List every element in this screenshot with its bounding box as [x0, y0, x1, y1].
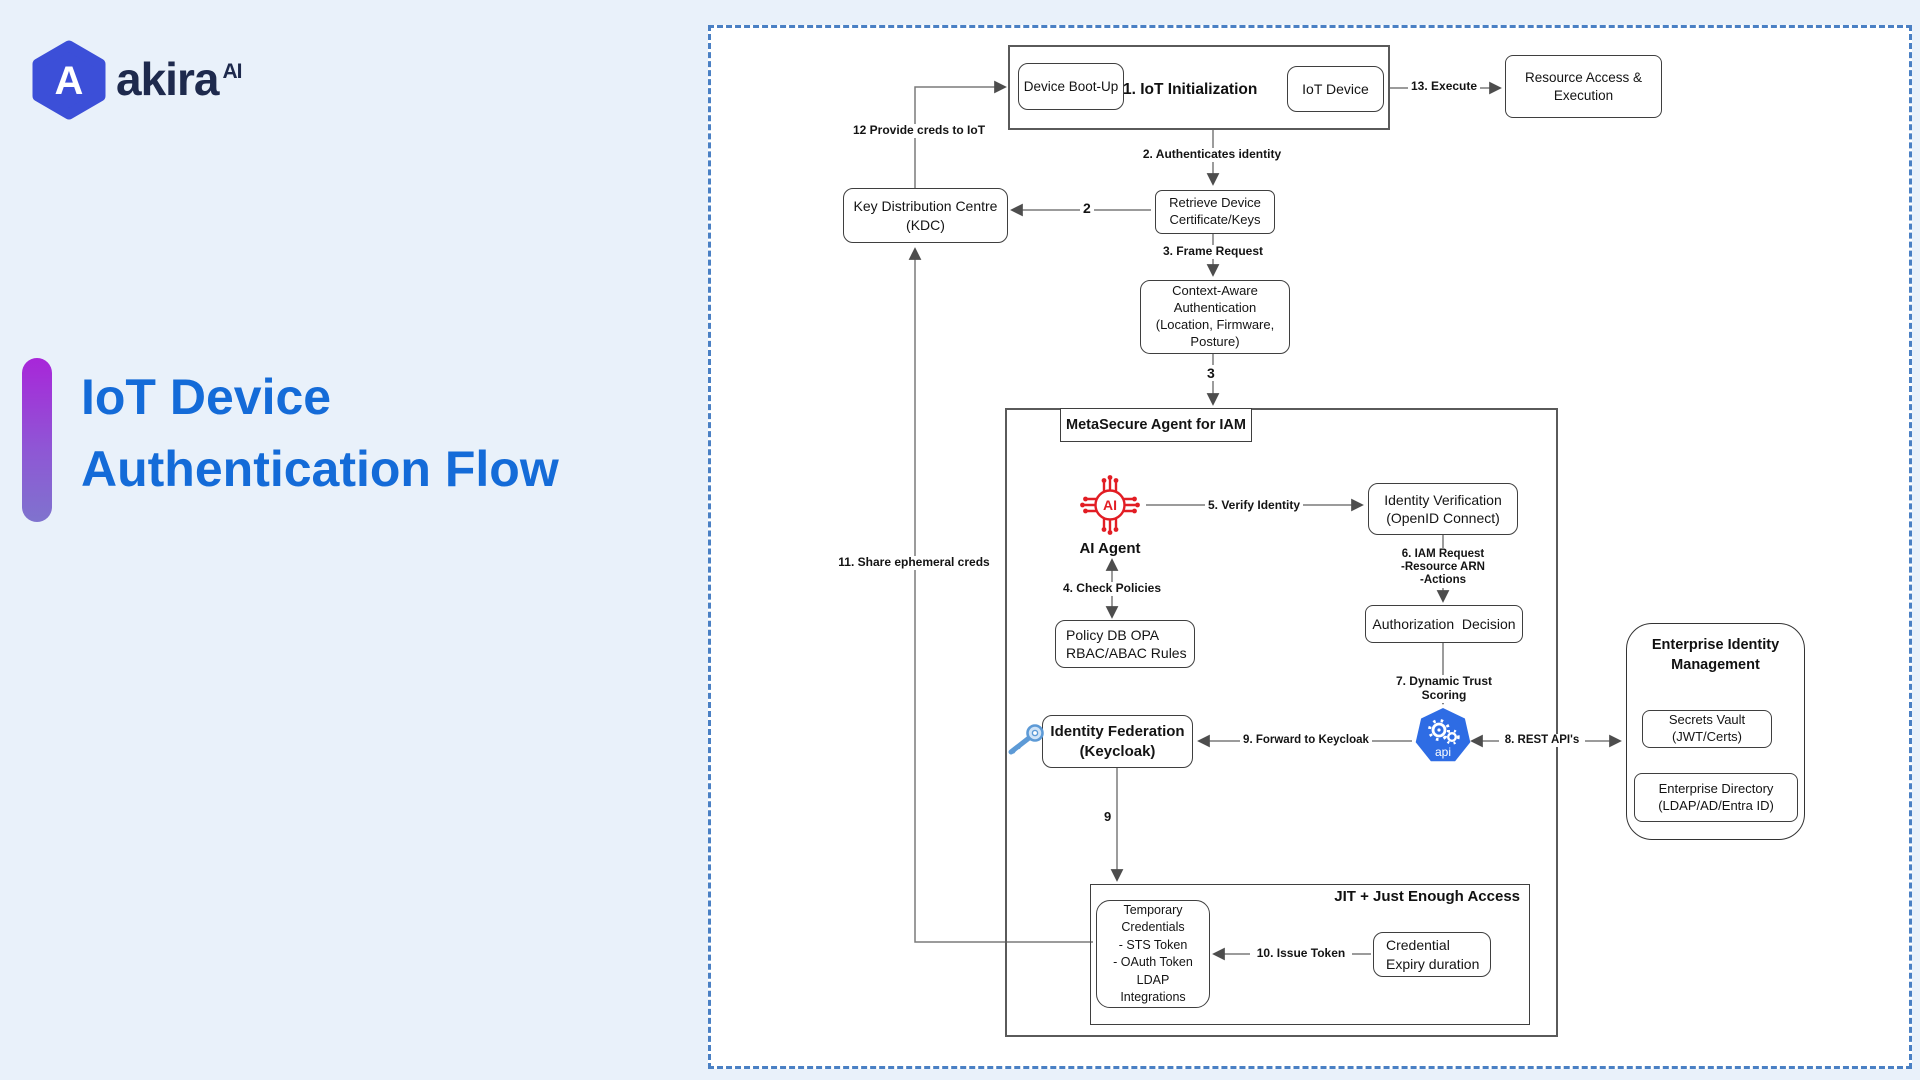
node-resource-access: Resource Access & Execution: [1505, 55, 1662, 118]
metasecure-agent-group: [1005, 408, 1558, 1037]
node-device-boot-up: Device Boot-Up: [1018, 63, 1124, 110]
brand-superscript: AI: [222, 60, 242, 83]
edge-label-7-trust-scoring: 7. Dynamic Trust Scoring: [1372, 674, 1516, 703]
title-accent-bar: [22, 358, 52, 522]
node-identity-verification-label: Identity Verification (OpenID Connect): [1384, 491, 1502, 526]
node-authorization-decision: Authorization Decision: [1365, 605, 1523, 643]
metasecure-title-box: MetaSecure Agent for IAM: [1060, 408, 1252, 442]
node-enterprise-directory: Enterprise Directory (LDAP/AD/Entra ID): [1634, 773, 1798, 822]
edge-label-11-share-creds: 11. Share ephemeral creds: [833, 555, 995, 570]
node-secrets-vault-label: Secrets Vault (JWT/Certs): [1668, 712, 1746, 744]
node-secrets-vault: Secrets Vault (JWT/Certs): [1642, 710, 1772, 748]
node-identity-federation-keycloak: Identity Federation (Keycloak): [1042, 715, 1193, 768]
jit-group: [1090, 884, 1530, 1025]
akira-hexagon-logo-icon: A: [32, 40, 106, 120]
edge-label-5-verify-identity: 5. Verify Identity: [1205, 498, 1304, 513]
api-gateway-icon: api: [1415, 708, 1471, 762]
page-title-line2: Authentication Flow: [81, 441, 559, 497]
edge-label-9-forward-keycloak: 9. Forward to Keycloak: [1240, 734, 1372, 748]
node-context-aware-auth: Context-Aware Authentication (Location, …: [1140, 280, 1290, 354]
node-kdc: Key Distribution Centre (KDC): [843, 188, 1008, 243]
metasecure-title: MetaSecure Agent for IAM: [1066, 416, 1246, 433]
edge-label-4-check-policies: 4. Check Policies: [1059, 581, 1165, 596]
edge-label-12-provide-creds: 12 Provide creds to IoT: [850, 123, 989, 138]
edge-label-9: 9: [1104, 809, 1112, 824]
node-identity-verification: Identity Verification (OpenID Connect): [1368, 483, 1518, 535]
svg-text:A: A: [55, 59, 84, 103]
edge-label-6-iam-request: 6. IAM Request -Resource ARN -Actions: [1391, 548, 1495, 588]
iot-initialization-title: 1. IoT Initialization: [1123, 81, 1258, 98]
node-context-aware-auth-label: Context-Aware Authentication (Location, …: [1155, 283, 1275, 349]
edge-label-2-authenticates: 2. Authenticates identity: [1132, 147, 1292, 162]
edge-label-10-issue-token: 10. Issue Token: [1250, 946, 1352, 961]
page-title: IoT Device Authentication Flow: [81, 361, 559, 505]
node-device-boot-up-label: Device Boot-Up: [1023, 78, 1119, 94]
node-enterprise-directory-label: Enterprise Directory (LDAP/AD/Entra ID): [1658, 780, 1774, 813]
node-temporary-credentials: Temporary Credentials - STS Token - OAut…: [1096, 900, 1210, 1008]
node-temporary-credentials-label: Temporary Credentials - STS Token - OAut…: [1113, 902, 1193, 1005]
brand-logo[interactable]: A: [30, 40, 108, 120]
node-resource-access-label: Resource Access & Execution: [1524, 69, 1643, 103]
jit-title: JIT + Just Enough Access: [1334, 888, 1520, 905]
key-icon: [1008, 724, 1044, 755]
edge-label-3: 3: [1204, 365, 1218, 382]
brand-name-text: akira: [116, 53, 219, 105]
node-kdc-label: Key Distribution Centre (KDC): [853, 198, 998, 233]
edge-label-2: 2: [1080, 200, 1094, 217]
edge-label-8-rest-apis: 8. REST API's: [1499, 734, 1585, 748]
ai-agent-icon: AI: [1080, 475, 1140, 535]
node-retrieve-certificate-label: Retrieve Device Certificate/Keys: [1169, 195, 1261, 227]
enterprise-identity-group: [1626, 623, 1805, 840]
node-retrieve-certificate: Retrieve Device Certificate/Keys: [1155, 190, 1275, 234]
node-policy-db-label: Policy DB OPA RBAC/ABAC Rules: [1066, 626, 1187, 661]
edge-label-3-frame-request: 3. Frame Request: [1140, 244, 1286, 259]
api-icon-label: api: [1435, 745, 1451, 759]
node-authorization-decision-label: Authorization Decision: [1372, 615, 1516, 632]
page-title-line1: IoT Device: [81, 369, 332, 425]
node-iot-device: IoT Device: [1287, 66, 1384, 112]
svg-text:AI: AI: [1103, 497, 1117, 513]
node-iot-device-label: IoT Device: [1302, 80, 1369, 97]
edge-label-13-execute: 13. Execute: [1408, 79, 1481, 94]
node-credential-expiry-label: Credential Expiry duration: [1386, 937, 1480, 972]
enterprise-identity-title: Enterprise Identity Management: [1651, 637, 1780, 673]
node-credential-expiry: Credential Expiry duration: [1373, 932, 1491, 977]
node-policy-db: Policy DB OPA RBAC/ABAC Rules: [1055, 620, 1195, 668]
node-identity-federation-label: Identity Federation (Keycloak): [1050, 723, 1185, 760]
ai-agent-label: AI Agent: [1079, 540, 1141, 557]
